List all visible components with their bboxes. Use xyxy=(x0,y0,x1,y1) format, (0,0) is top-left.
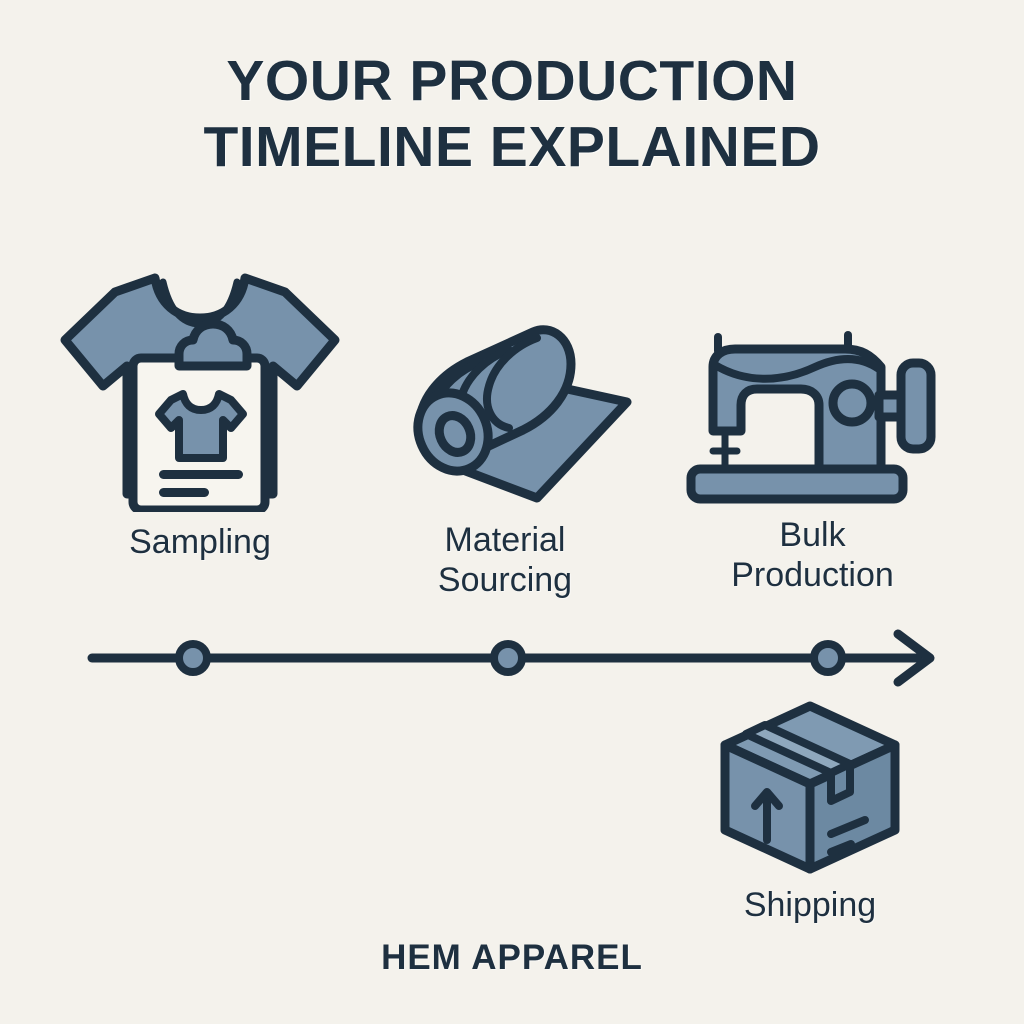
sewing-machine-icon xyxy=(686,331,936,504)
step-shipping-label: Shipping xyxy=(743,886,877,924)
timeline-arrow-icon xyxy=(893,629,935,687)
fabric-roll-icon xyxy=(413,325,632,503)
timeline-marker[interactable] xyxy=(490,640,526,676)
page-title-line-1: YOUR PRODUCTION xyxy=(226,49,798,113)
step-bulk-production-label: Bulk Production xyxy=(731,516,894,595)
step-sampling[interactable]: Sampling xyxy=(40,262,360,562)
step-sampling-label: Sampling xyxy=(129,523,271,561)
step-shipping[interactable]: Shipping xyxy=(660,700,960,925)
step-bulk-production[interactable]: Bulk Production xyxy=(660,325,965,595)
timeline-marker[interactable] xyxy=(810,640,846,676)
page-title: YOUR PRODUCTION TIMELINE EXPLAINED xyxy=(0,48,1024,180)
tshirt-clipboard-icon xyxy=(60,273,340,512)
timeline xyxy=(87,629,935,687)
step-material-sourcing[interactable]: Material Sourcing xyxy=(355,320,655,600)
footer-brand: HEM APPAREL xyxy=(381,938,643,977)
step-material-sourcing-label: Material Sourcing xyxy=(437,521,573,600)
page-title-line-2: TIMELINE EXPLAINED xyxy=(203,115,821,180)
shipping-box-icon xyxy=(720,701,899,874)
timeline-marker[interactable] xyxy=(175,640,211,676)
